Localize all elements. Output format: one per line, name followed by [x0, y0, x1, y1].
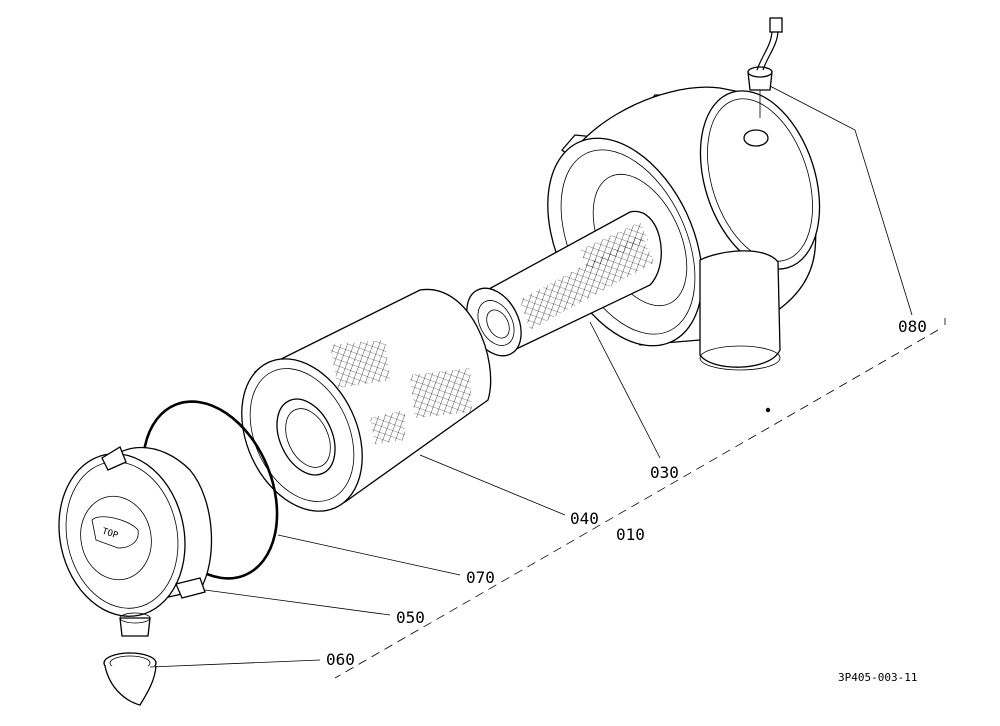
- reference-dot: [765, 407, 771, 413]
- callout-040: 040: [570, 509, 599, 528]
- outer-filter-element: [241, 288, 492, 512]
- leader-lines: [149, 85, 946, 679]
- callout-070: 070: [466, 568, 495, 587]
- callout-080: 080: [898, 317, 927, 336]
- pressure-sensor: [747, 17, 783, 118]
- callout-050: 050: [396, 608, 425, 627]
- air-cleaner-cover: TOP: [58, 446, 213, 637]
- callout-060: 060: [326, 650, 355, 669]
- callout-030: 030: [650, 463, 679, 482]
- evacuator-valve: [103, 652, 157, 706]
- callout-010: 010: [616, 525, 645, 544]
- inner-filter-element: [466, 210, 662, 357]
- air-cleaner-housing: [547, 86, 821, 413]
- drawing-number: 3P405-003-11: [838, 671, 917, 684]
- cover-top-marking: TOP: [101, 527, 120, 542]
